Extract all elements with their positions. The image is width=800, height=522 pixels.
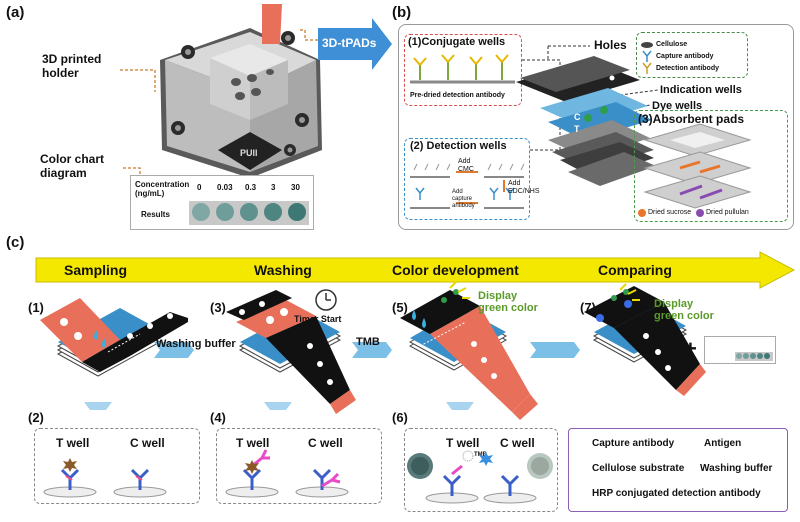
- dried-sucrose-label: Dried sucrose: [648, 209, 692, 216]
- legend-hrp-antibody: HRP conjugated detection antibody: [592, 488, 761, 499]
- step-add-edc: Add EDC/NHS: [508, 180, 540, 195]
- wells-step-6: [407, 450, 553, 504]
- concentration-header: Concentration (ng/mL): [135, 180, 190, 198]
- conjugate-wells-box: [404, 34, 522, 106]
- stage-color-development: Color development: [392, 262, 519, 278]
- step-5: (5): [392, 300, 408, 315]
- legend-washing-buffer: Washing buffer: [700, 463, 773, 474]
- legend-cellulose: Cellulose: [656, 41, 688, 48]
- detection-wells-steps: [410, 163, 525, 209]
- 3d-printed-holder: [160, 4, 322, 178]
- color-chart-table: Concentration (ng/mL) 0 0.03 0.3 3 30 Re…: [130, 175, 314, 230]
- display-green-label-7: Display green color: [654, 298, 714, 322]
- legend-box-c: [568, 428, 788, 512]
- legend-box: [636, 32, 748, 78]
- device-step-5: [400, 281, 538, 420]
- step-3: (3): [210, 300, 226, 315]
- mini-swatch-3: [757, 353, 763, 359]
- display-green-label-5: Display green color: [478, 290, 538, 314]
- conc-1: 0.03: [217, 183, 233, 192]
- conc-4: 30: [291, 183, 300, 192]
- conc-2: 0.3: [245, 183, 257, 192]
- step-2: (2): [28, 410, 44, 425]
- legend-capture-antibody: Capture antibody: [592, 438, 675, 449]
- device-step-7: [584, 283, 706, 396]
- device-step-1: [40, 298, 188, 377]
- panel-b-frame: [398, 24, 794, 230]
- holder-logo: PUll: [240, 148, 258, 158]
- panel-a-label: (a): [6, 4, 25, 21]
- mini-swatch-0: [736, 353, 742, 359]
- step-6: (6): [392, 410, 408, 425]
- stage-sampling: Sampling: [64, 262, 128, 278]
- conjugate-title: (1)Conjugate wells: [408, 36, 506, 48]
- result-swatch-1: [216, 203, 234, 221]
- mini-swatch-4: [764, 353, 770, 359]
- device-step-3: [226, 289, 356, 414]
- result-swatch-0: [192, 203, 210, 221]
- plus-sign: +: [684, 336, 697, 361]
- absorbent-box: [634, 110, 788, 222]
- t-well-label-4: T well: [236, 436, 270, 450]
- c-well-label-4: C well: [308, 436, 343, 450]
- mini-swatch-1: [743, 353, 749, 359]
- panel-b-label: (b): [392, 4, 412, 21]
- mini-color-chart: [704, 336, 776, 364]
- dye-wells-label: Dye wells: [652, 100, 703, 112]
- arrow-to-tpads: [318, 18, 392, 70]
- arrow-label: 3D-tPADs: [322, 36, 377, 50]
- result-swatch-4: [288, 203, 306, 221]
- results-label: Results: [141, 210, 170, 219]
- detection-title: (2) Detection wells: [410, 140, 507, 152]
- detection-antibody-icons: [410, 54, 515, 84]
- wells-step-2: [43, 458, 167, 498]
- result-swatch-2: [240, 203, 258, 221]
- stage-washing: Washing: [254, 262, 312, 278]
- conc-3: 3: [271, 183, 276, 192]
- conjugate-caption: Pre-dried detection antibody: [410, 92, 505, 99]
- sampling-wells-box: [34, 428, 200, 504]
- tmb-label: TMB: [356, 336, 380, 348]
- stage-comparing: Comparing: [598, 262, 672, 278]
- strip-mark-t-b: T: [574, 124, 580, 134]
- dried-pullulan-label: Dried pullulan: [706, 209, 749, 216]
- absorbent-pads: [638, 123, 752, 217]
- tpad-layer-stack: [516, 56, 656, 186]
- result-swatch-3: [264, 203, 282, 221]
- legend-cellulose-substrate: Cellulose substrate: [592, 463, 685, 474]
- timer-start-label: Timer Start: [294, 314, 342, 324]
- legend-capture: Capture antibody: [656, 53, 714, 60]
- washing-buffer-label: Washing buffer: [156, 338, 236, 350]
- step-add-capture: Add capture antibody: [452, 189, 475, 209]
- panel-c-label: (c): [6, 234, 25, 251]
- t-well-label-6: T well: [446, 436, 480, 450]
- holes-label: Holes: [594, 38, 627, 52]
- mini-swatch-2: [750, 353, 756, 359]
- washing-wells-box: [216, 428, 382, 504]
- c-well-label-6: C well: [500, 436, 535, 450]
- legend-detection: Detection antibody: [656, 65, 720, 72]
- conc-0: 0: [197, 183, 202, 192]
- holder-label: 3D printed holder: [42, 52, 102, 80]
- tmb-small-label: TMB: [474, 452, 487, 458]
- step-4: (4): [210, 410, 226, 425]
- absorbent-title: (3)Absorbent pads: [638, 112, 745, 126]
- wells-step-4: [225, 449, 349, 498]
- t-well-label-2: T well: [56, 436, 90, 450]
- step-add-cmc: Add CMC: [458, 158, 474, 173]
- color-wells-box: [404, 428, 558, 512]
- legend-antigen: Antigen: [704, 438, 742, 449]
- strip-mark-c-b: C: [574, 112, 581, 122]
- c-well-label-2: C well: [130, 436, 165, 450]
- indication-wells-label: Indication wells: [660, 84, 742, 96]
- step-1: (1): [28, 300, 44, 315]
- color-chart-label: Color chart diagram: [40, 152, 105, 180]
- detection-wells-box: [404, 138, 530, 220]
